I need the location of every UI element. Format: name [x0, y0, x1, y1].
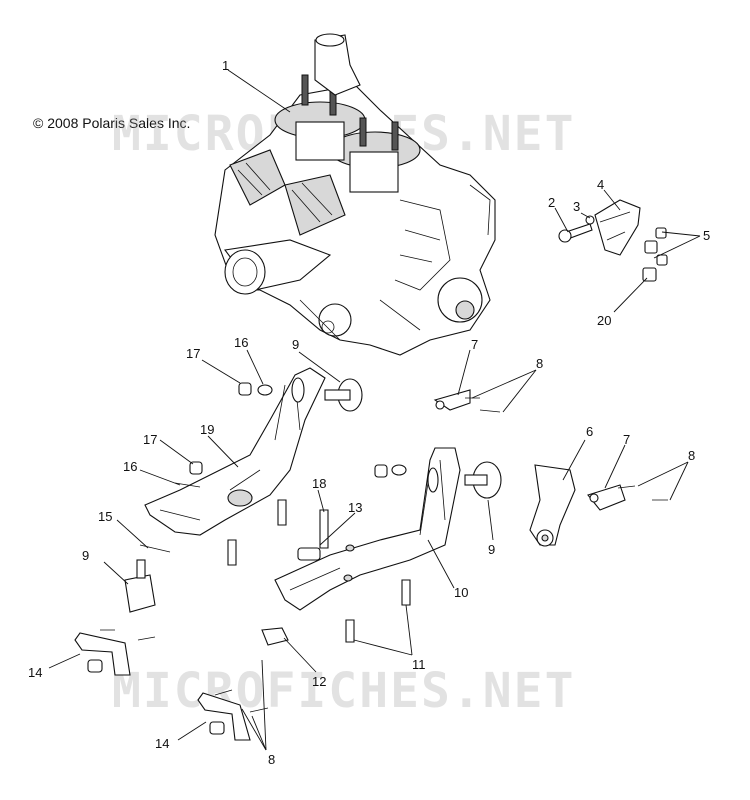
callout-7b: 7 [623, 432, 630, 447]
left-top-hardware [174, 382, 273, 488]
callout-4: 4 [597, 177, 604, 192]
callout-9a: 9 [292, 337, 299, 352]
callout-16b: 16 [123, 459, 137, 474]
callout-11: 11 [412, 657, 426, 672]
callout-7a: 7 [471, 337, 478, 352]
callout-16a: 16 [234, 335, 248, 350]
rubber-mounts [124, 378, 502, 613]
lower-brackets [74, 629, 269, 741]
callout-1: 1 [222, 58, 229, 73]
callout-5: 5 [703, 228, 710, 243]
right-side-bracket [433, 389, 668, 547]
callout-14b: 14 [155, 736, 169, 751]
callout-8c: 8 [268, 752, 275, 767]
callout-12: 12 [312, 674, 326, 689]
callout-14a: 14 [28, 665, 42, 680]
watermark-bottom: MICROFICHES.NET [112, 663, 576, 719]
callout-15: 15 [98, 509, 112, 524]
right-engine-mount-bracket [274, 447, 461, 643]
left-engine-mount-plate [144, 367, 326, 566]
callout-numbers: 1 2 3 4 5 20 6 7 7 8 8 8 9 9 9 10 11 12 … [28, 58, 710, 767]
spacer-12 [261, 627, 289, 646]
callout-9c: 9 [82, 548, 89, 563]
upper-bracket-group [558, 199, 668, 282]
callout-17b: 17 [143, 432, 157, 447]
callout-6: 6 [586, 424, 593, 439]
pin-15 [139, 544, 171, 553]
callout-3: 3 [573, 199, 580, 214]
callout-17a: 17 [186, 346, 200, 361]
callout-10: 10 [454, 585, 468, 600]
engine-assembly [214, 33, 496, 356]
leader-lines [48, 69, 701, 751]
callout-18: 18 [312, 476, 326, 491]
copyright-notice: © 2008 Polaris Sales Inc. [33, 115, 191, 131]
callout-8b: 8 [688, 448, 695, 463]
callout-9b: 9 [488, 542, 495, 557]
callout-13: 13 [348, 500, 362, 515]
callout-20: 20 [597, 313, 611, 328]
callout-8a: 8 [536, 356, 543, 371]
callout-2: 2 [548, 195, 555, 210]
callout-19: 19 [200, 422, 214, 437]
